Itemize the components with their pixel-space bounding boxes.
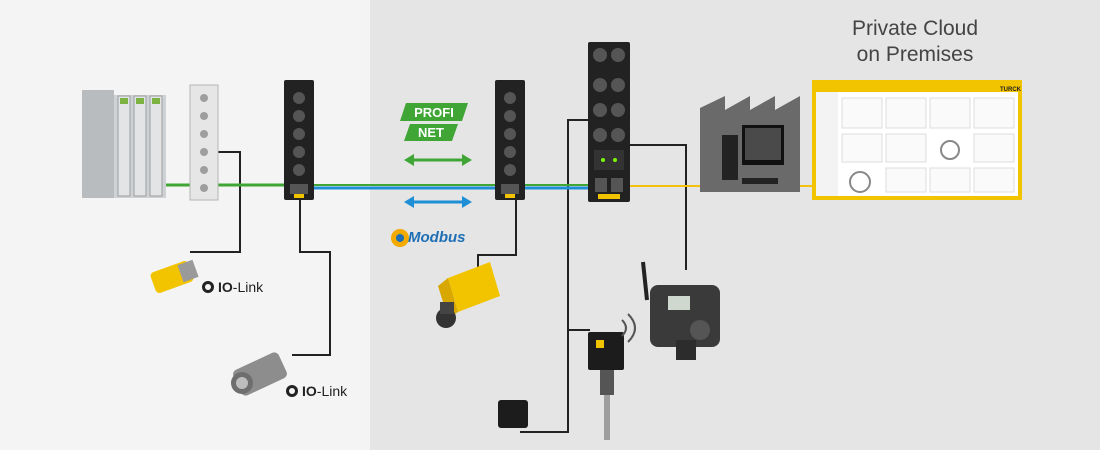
- dashboard-brand: TURCK: [1000, 87, 1022, 93]
- wire-to-valve: [620, 144, 687, 270]
- profinet-text-2: NET: [418, 125, 444, 140]
- cloud-title: Private Cloud on Premises: [800, 16, 1030, 68]
- wire-to-small-sensor: [520, 198, 569, 433]
- terminal-block: [189, 84, 219, 201]
- wire-terminal-to-sensor-1: [190, 151, 241, 253]
- wireless-level-sensor: [588, 313, 636, 440]
- block-io-module: [588, 42, 630, 202]
- ultrasonic-sensor-2: [231, 352, 287, 396]
- io-module-1: [284, 80, 314, 200]
- factory-icon: [700, 96, 800, 192]
- iolink-link-text: -Link: [232, 279, 264, 295]
- modbus-arrow: [404, 196, 472, 208]
- wire-module-to-yellow-sensor: [477, 198, 517, 270]
- small-black-sensor: [498, 400, 528, 428]
- wireless-valve-positioner: [641, 261, 720, 360]
- iolink-label-2: IO-Link: [286, 383, 347, 399]
- iolink-icon: [286, 385, 298, 397]
- io-module-2: [495, 80, 525, 200]
- plc-rack: [82, 90, 166, 198]
- modbus-label: Modbus: [408, 229, 466, 246]
- wire-module-to-sensor-2: [292, 198, 331, 356]
- inductive-sensor-1: [150, 259, 199, 294]
- wireless-icon: [621, 319, 627, 337]
- iolink-label-1: IO-Link: [202, 279, 263, 295]
- left-panel-background: [0, 0, 370, 450]
- iolink-io-text: IO: [218, 279, 233, 295]
- profinet-arrow: [404, 154, 472, 166]
- iolink-link-text: -Link: [316, 383, 348, 399]
- right-panel-background: [370, 0, 1100, 450]
- yellow-inclinometer-sensor: [436, 262, 500, 328]
- iolink-icon: [202, 281, 214, 293]
- dashboard-screen: TURCK: [812, 80, 1022, 200]
- profinet-logo: PROFI NET: [400, 103, 468, 141]
- modbus-icon: [391, 229, 409, 247]
- profinet-text-1: PROFI: [414, 105, 454, 120]
- cloud-title-line-2: on Premises: [856, 43, 974, 66]
- iolink-io-text: IO: [302, 383, 317, 399]
- cloud-title-line-1: Private Cloud: [851, 17, 979, 40]
